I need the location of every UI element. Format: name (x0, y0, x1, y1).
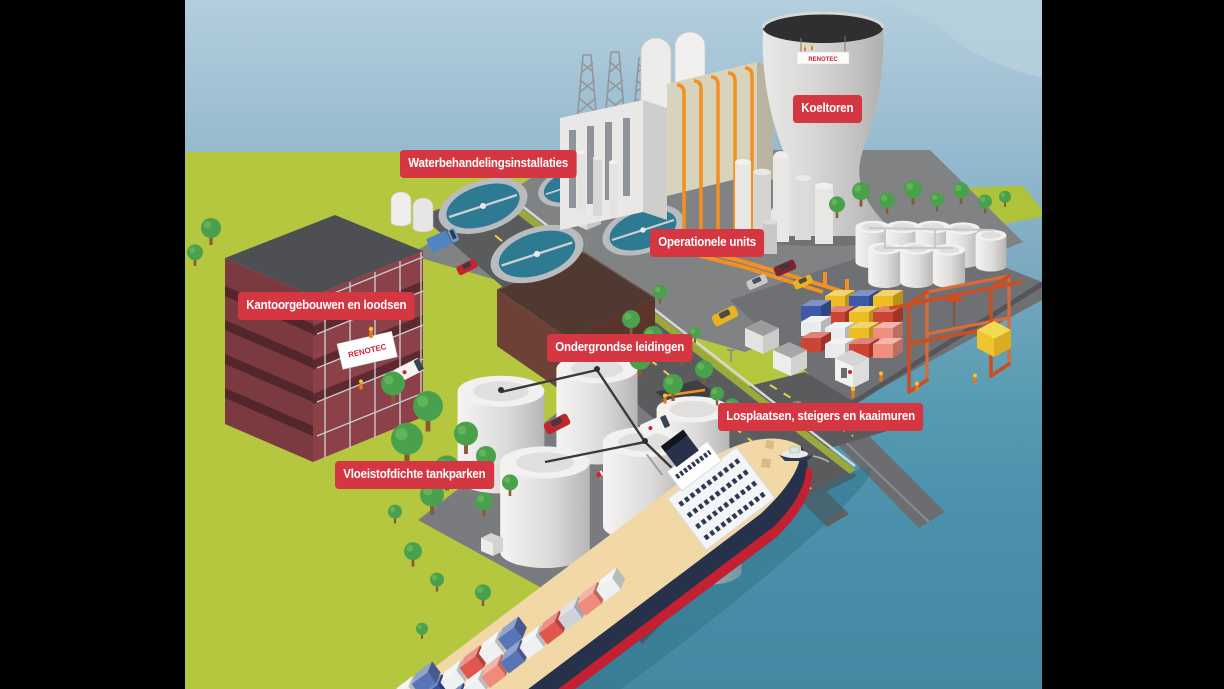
boiler-wall (667, 62, 773, 247)
office-building: RENOTEC (225, 215, 424, 462)
process-columns (684, 151, 886, 307)
orange-pipes (676, 66, 754, 247)
power-plant (560, 31, 773, 247)
small-silos (390, 191, 434, 233)
mountain-silhouette (875, 0, 1042, 78)
brand-logo-text: RENOTEC (808, 57, 838, 63)
small-boat (779, 446, 830, 463)
tower-sign: RENOTEC (796, 51, 850, 65)
label-waterbehandelingsinstallaties[interactable]: Waterbehandelingsinstallaties (400, 150, 577, 178)
container-ship (304, 429, 871, 689)
industrial-site-illustration: STOP (185, 0, 1042, 689)
dock-office (835, 350, 869, 388)
tank-catwalk-pipes (500, 368, 706, 501)
letterbox-right (1042, 0, 1224, 689)
storage-tanks-right (855, 220, 1007, 288)
ship-superstructure (646, 429, 776, 551)
yellow-crate (977, 321, 1011, 357)
chimneys (577, 150, 618, 218)
label-losplaatsen-steigers-kaaimuren[interactable]: Losplaatsen, steigers en kaaimuren (718, 403, 924, 431)
label-kantoorgebouwen-en-loodsen[interactable]: Kantoorgebouwen en loodsen (238, 292, 415, 320)
container-stack (801, 290, 903, 358)
scaffold-sign: RENOTEC (336, 331, 398, 370)
label-vloeistofdichte-tankparken[interactable]: Vloeistofdichte tankparken (335, 461, 494, 489)
label-operationele-units[interactable]: Operationele units (650, 229, 765, 257)
sheds (745, 320, 883, 398)
letterbox-left (0, 0, 185, 689)
label-koeltoren[interactable]: Koeltoren (793, 95, 862, 123)
label-ondergrondse-leidingen[interactable]: Ondergrondse leidingen (547, 334, 693, 362)
tank-pipework (868, 227, 996, 249)
gantry-crane (889, 274, 1023, 394)
